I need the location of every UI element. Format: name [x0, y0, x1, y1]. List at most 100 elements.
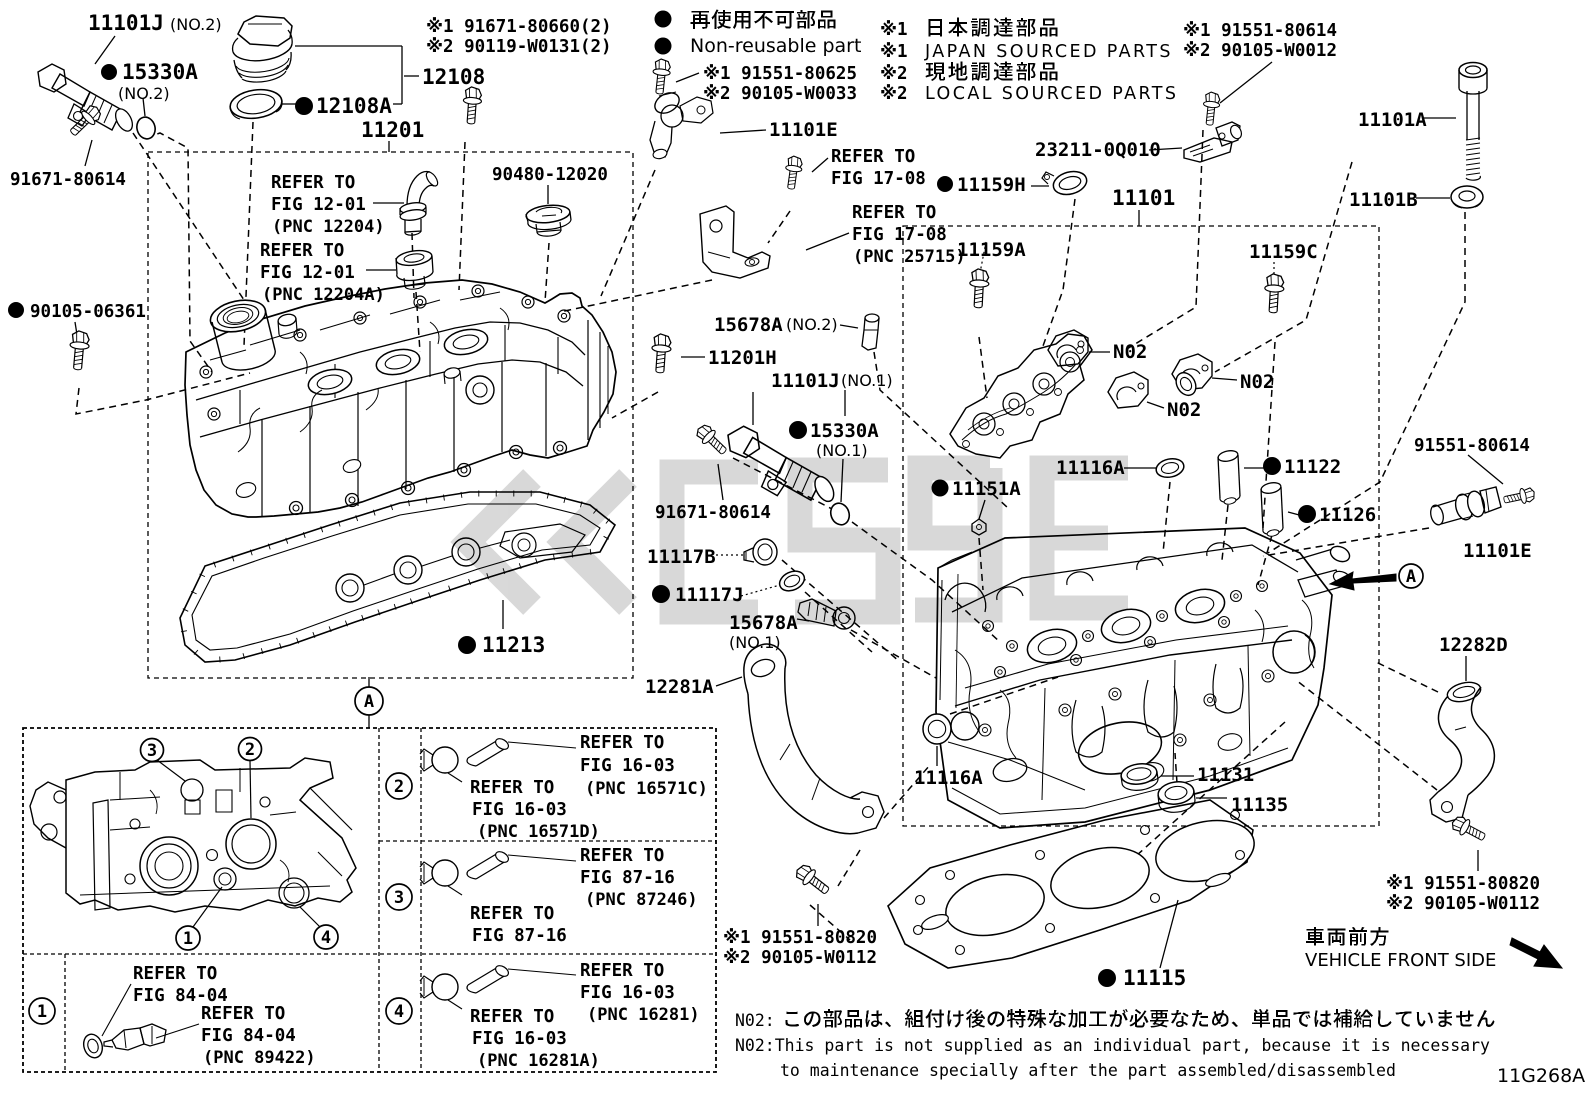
bolt-91671-80614-no1	[693, 422, 730, 459]
hose-clamp-row3	[420, 849, 510, 886]
label-p23211-0q010: 23211-0Q010	[1035, 139, 1161, 161]
label-rt4a: REFER TO	[852, 203, 936, 223]
head-gasket-drawing	[888, 800, 1260, 968]
label-p11126: 11126	[1319, 504, 1376, 526]
label-s1-91551-80614: ※1 91551-80614	[1183, 21, 1337, 41]
label-p11115: 11115	[1123, 966, 1186, 990]
engine-callout-leaders	[157, 760, 320, 927]
filler-cap-gasket-drawing	[228, 87, 283, 122]
label-leg-ref2-mark: ※2	[880, 64, 908, 84]
label-p11116a-bot: 11116A	[914, 767, 983, 789]
label-p11213: 11213	[482, 633, 545, 657]
label-p11201: 11201	[361, 118, 424, 142]
label-no2-b: (NO.2)	[118, 84, 170, 103]
label-rt2b: FIG 12-01	[260, 263, 355, 283]
label-rt4b: FIG 17-08	[852, 225, 947, 245]
dot-12108a	[295, 97, 313, 115]
label-c4rt2: REFER TO	[470, 1007, 554, 1027]
oil-filler-cap-drawing	[233, 16, 293, 82]
dot-legend-jp	[655, 11, 672, 28]
dot-15330a-no1	[789, 421, 807, 439]
bolt-91551-80820-pipe	[1449, 814, 1488, 845]
label-p15678a-no1: 15678A	[729, 612, 798, 634]
label-p11151a: 11151A	[952, 478, 1021, 500]
label-rt1a: REFER TO	[271, 173, 355, 193]
bolt-11159a	[969, 269, 990, 309]
label-p11101b: 11101B	[1349, 189, 1418, 211]
label-p11159h: 11159H	[957, 174, 1026, 196]
label-veh-front-en: VEHICLE FRONT SIDE	[1305, 950, 1496, 971]
label-leg-ref2-en-mark: ※2	[880, 84, 908, 104]
label-p12108: 12108	[422, 65, 485, 89]
label-c4p1: (PNC 16281)	[587, 1005, 700, 1025]
label-rt2a: REFER TO	[260, 241, 344, 261]
label-s2-90119-w0131: ※2 90119-W0131(2)	[426, 37, 612, 57]
label-p12108a: 12108A	[316, 94, 392, 118]
label-p91671-80614m: 91671-80614	[655, 503, 771, 523]
label-p11159a: 11159A	[957, 239, 1026, 261]
plug-11117b-drawing	[744, 539, 777, 565]
label-p11101e-top: 11101E	[769, 119, 838, 141]
label-no1-b: (NO.1)	[816, 441, 868, 460]
label-c1rt1: REFER TO	[133, 964, 217, 984]
label-rt2c: (PNC 12204A)	[262, 285, 385, 305]
label-s1-91551-80820r: ※1 91551-80820	[1386, 874, 1540, 894]
dot-11115	[1098, 969, 1116, 987]
label-p11117b: 11117B	[647, 546, 716, 568]
row-callout-4-label: 4	[394, 1002, 404, 1022]
valve-cover-drawing	[185, 280, 616, 517]
label-rt4c: (PNC 25715)	[853, 247, 966, 267]
label-leg-japan-en: JAPAN SOURCED PARTS	[924, 42, 1173, 62]
label-fig-code: 11G268A	[1497, 1065, 1585, 1087]
label-p91671-80614: 91671-80614	[10, 170, 126, 190]
label-p91551-80614r: 91551-80614	[1414, 436, 1530, 456]
label-p11131: 11131	[1197, 764, 1254, 786]
label-c2f1: FIG 16-03	[580, 756, 675, 776]
cam-sensor-right-drawing	[1429, 487, 1501, 526]
legend-non-reusable-jp	[691, 10, 836, 30]
label-note-en1: N02:This part is not supplied as an indi…	[735, 1036, 1490, 1055]
legend-local-sourced-jp	[926, 62, 1058, 82]
label-rt1b: FIG 12-01	[271, 195, 366, 215]
label-c3f1: FIG 87-16	[580, 868, 675, 888]
dot-legend-en	[655, 38, 672, 55]
label-rt3b: FIG 17-08	[831, 169, 926, 189]
vehicle-front-arrow	[1510, 938, 1562, 968]
label-leg-local-en: LOCAL SOURCED PARTS	[925, 84, 1178, 104]
label-c3rt1: REFER TO	[580, 846, 664, 866]
label-p15330a1: 15330A	[810, 420, 879, 442]
legend-japan-sourced-jp	[929, 18, 1058, 38]
dot-15330a-no2	[101, 64, 117, 80]
label-c2rt1: REFER TO	[580, 733, 664, 753]
dot-11159h	[937, 176, 953, 192]
cam-sensor-clamp-drawing	[1184, 122, 1243, 162]
vehicle-front-jp	[1306, 927, 1389, 946]
label-rt3a: REFER TO	[831, 147, 915, 167]
label-s1-91551-80820m: ※1 91551-80820	[723, 928, 877, 948]
oring-11117j	[776, 567, 807, 594]
hose-clamp-row4	[420, 963, 510, 1000]
engine-callout-3-label: 3	[147, 741, 157, 761]
label-c4rt1: REFER TO	[580, 961, 664, 981]
label-p12281a: 12281A	[645, 676, 714, 698]
label-s1-91671-80660: ※1 91671-80660(2)	[426, 17, 612, 37]
label-c2p2: (PNC 16571D)	[477, 822, 600, 842]
bolt-11159c	[1264, 274, 1285, 314]
label-n02-2: N02	[1240, 371, 1274, 393]
label-p11117j: 11117J	[675, 584, 744, 606]
label-p11159c: 11159C	[1249, 241, 1318, 263]
note-n02-jp	[786, 1009, 1495, 1028]
oil-seal-11135	[1157, 780, 1196, 813]
label-rt1c: (PNC 12204)	[272, 217, 385, 237]
watermark-logo	[468, 468, 1128, 612]
label-c4p2: (PNC 16281A)	[477, 1051, 600, 1071]
label-c1f2: FIG 84-04	[201, 1026, 296, 1046]
label-p11122: 11122	[1284, 456, 1341, 478]
label-no1-c: (NO.1)	[729, 633, 781, 652]
bolt-fig17-08	[783, 155, 804, 190]
sensor-bracket-drawing	[700, 206, 770, 278]
bearing-cap-3	[1108, 372, 1148, 408]
seal-ring-11116a-bottom	[923, 714, 951, 744]
bolt-91551-80625	[651, 58, 672, 95]
